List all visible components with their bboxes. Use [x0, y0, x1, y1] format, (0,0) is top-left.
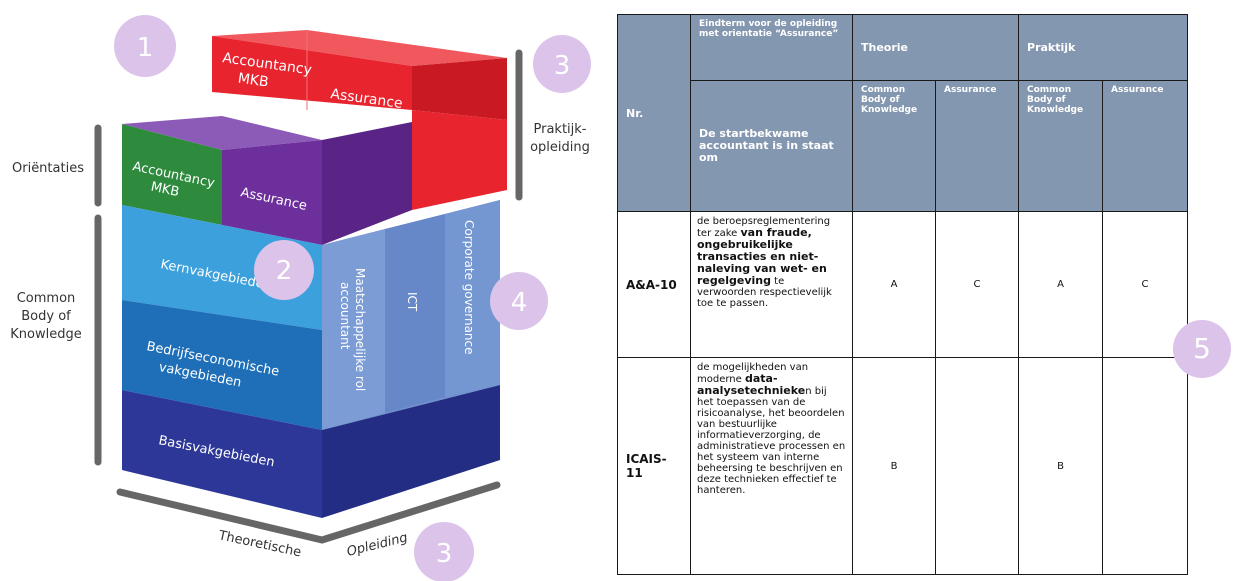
header-theorie-assurance: Assurance — [934, 80, 1020, 212]
header-praktijk: Praktijk — [1018, 14, 1189, 81]
corporate-governance-label: Corporate governance — [462, 220, 476, 355]
desc-part-bold: van fraude, ongebruikelijke transacties … — [697, 226, 827, 287]
eindterm-table: Nr. Eindterm voor de opleiding met orien… — [617, 14, 1189, 575]
desc-part: n bij het toepassen van de risicoanalyse… — [697, 386, 846, 496]
row-nr: A&A-10 — [617, 211, 691, 358]
desc-part: de beroepsreglementering ter zake — [697, 216, 831, 239]
row-value-theorie-assurance — [934, 357, 1020, 575]
ict-label: ICT — [405, 292, 419, 312]
badge-3-top: 3 — [533, 35, 591, 93]
table-header-row-1: Nr. Eindterm voor de opleiding met orien… — [617, 14, 1189, 212]
side-columns: Maatschappelijke rolaccountant ICT Corpo… — [322, 200, 500, 518]
table-header-row-2: De startbekwame accountant is in staat o… — [618, 80, 1189, 212]
svg-text:4: 4 — [511, 288, 528, 318]
header-theorie-cbok: Common Body of Knowledge — [852, 80, 936, 212]
desc-part-bold: data-analysetechnieke — [697, 372, 806, 397]
badge-2: 2 — [254, 240, 314, 300]
desc-part: te verwoorden respectievelijk toe te pas… — [697, 276, 832, 309]
svg-text:3: 3 — [436, 539, 453, 569]
svg-text:1: 1 — [137, 33, 154, 63]
row-value-praktijk-assurance — [1102, 357, 1189, 575]
row-value-praktijk-cbok: A — [1018, 211, 1104, 358]
orientation-blocks: AccountancyMKB Assurance — [122, 116, 412, 245]
badge-4: 4 — [490, 272, 548, 330]
opleiding-label: Opleiding — [345, 530, 409, 560]
badge-5: 5 — [1173, 320, 1231, 378]
table-row: ICAIS-11 de mogelijkheden van moderne da… — [617, 357, 1189, 575]
header-startbekwaam: De startbekwame accountant is in staat o… — [690, 80, 853, 212]
praktijk-block: AccountancyMKB Assurance — [212, 30, 507, 210]
front-layers: Kernvakgebieden Bedrijfseconomischevakge… — [122, 205, 322, 518]
svg-text:3: 3 — [554, 51, 571, 81]
theoretische-bracket — [116, 481, 501, 544]
header-eindterm: Eindterm voor de opleiding met orientati… — [690, 14, 853, 81]
header-praktijk-cbok: Common Body of Knowledge — [1018, 80, 1104, 212]
row-nr: ICAIS-11 — [617, 357, 691, 575]
badge-3-bottom: 3 — [414, 522, 474, 581]
orientaties-label: Oriëntaties — [12, 161, 84, 176]
row-value-theorie-cbok: A — [852, 211, 936, 358]
header-nr: Nr. — [617, 14, 691, 212]
maatschappelijke-rol-label: Maatschappelijke rolaccountant — [338, 268, 367, 391]
row-value-theorie-cbok: B — [852, 357, 936, 575]
table-row: A&A-10 de beroepsreglementering ter zake… — [617, 211, 1189, 358]
competency-cube-diagram: 1 AccountancyMKB Assurance 3 Praktijk-op… — [10, 15, 591, 581]
row-description: de mogelijkheden van moderne data-analys… — [690, 357, 853, 575]
praktijk-label: Praktijk-opleiding — [530, 122, 590, 155]
row-description: de beroepsreglementering ter zake van fr… — [690, 211, 853, 358]
row-value-theorie-assurance: C — [934, 211, 1020, 358]
row-value-praktijk-assurance: C — [1102, 211, 1189, 358]
header-theorie: Theorie — [851, 14, 1020, 81]
header-praktijk-assurance: Assurance — [1102, 80, 1189, 212]
row-value-praktijk-cbok: B — [1018, 357, 1104, 575]
svg-text:2: 2 — [276, 256, 293, 286]
badge-1: 1 — [114, 15, 176, 77]
desc-part: de mogelijkheden van moderne — [697, 362, 809, 385]
